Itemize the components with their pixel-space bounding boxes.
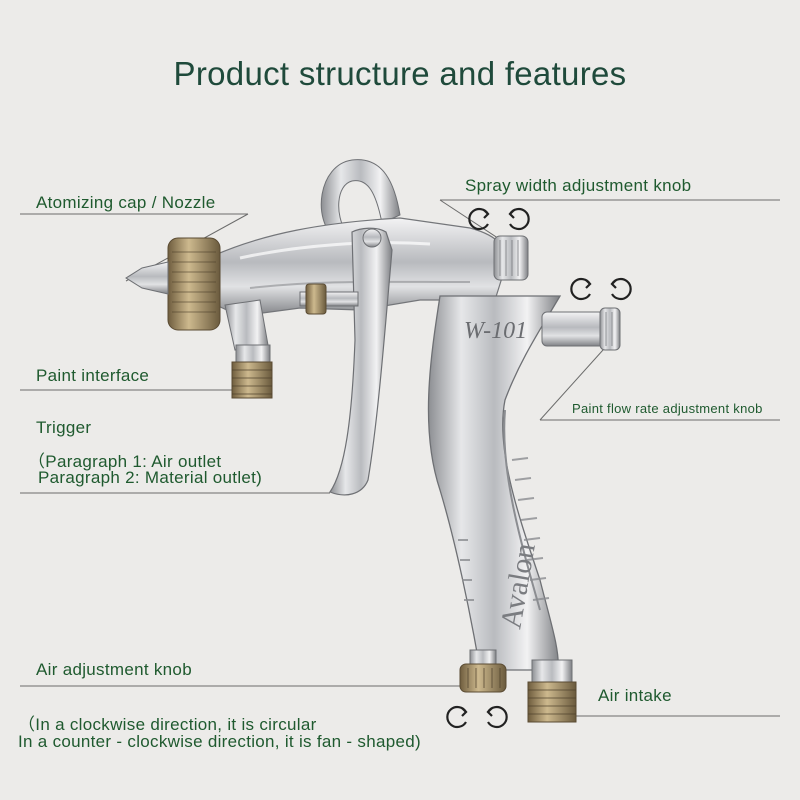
label-trigger: Trigger (36, 418, 92, 437)
label-air-knob: Air adjustment knob (36, 660, 192, 679)
label-air-knob-note2: In a counter - clockwise direction, it i… (18, 732, 421, 751)
nozzle-tip (125, 261, 169, 295)
label-air-knob-note1: （In a clockwise direction, it is circula… (18, 715, 317, 734)
label-nozzle: Atomizing cap / Nozzle (36, 193, 216, 212)
label-air-intake: Air intake (598, 686, 672, 705)
gun-hook (320, 159, 401, 239)
paint-interface-thread (231, 361, 273, 399)
label-paint-flow: Paint flow rate adjustment knob (572, 401, 763, 416)
paint-interface-neck (224, 299, 269, 351)
rotate-arrows-icon (570, 277, 632, 301)
paint-flow-knob (599, 307, 621, 351)
label-trigger-p2: Paragraph 2: Material outlet) (38, 468, 263, 487)
air-intake-fitting (527, 681, 577, 723)
trigger (329, 227, 393, 496)
leader-paint-flow-diag (539, 339, 613, 421)
gun-handle (427, 295, 562, 671)
air-adjustment-knob (459, 663, 507, 693)
page-title: Product structure and features (173, 55, 627, 92)
spray-width-knob (493, 235, 529, 281)
rotate-arrows-icon (446, 705, 508, 729)
label-paint-interface: Paint interface (36, 366, 150, 385)
paint-flow-knob-body (541, 311, 605, 347)
label-spray-width: Spray width adjustment knob (465, 176, 692, 195)
rotate-arrows-icon (468, 207, 530, 231)
label-trigger-p1: （Paragraph 1: Air outlet (28, 452, 222, 471)
model-engraving: W-101 (464, 318, 527, 344)
